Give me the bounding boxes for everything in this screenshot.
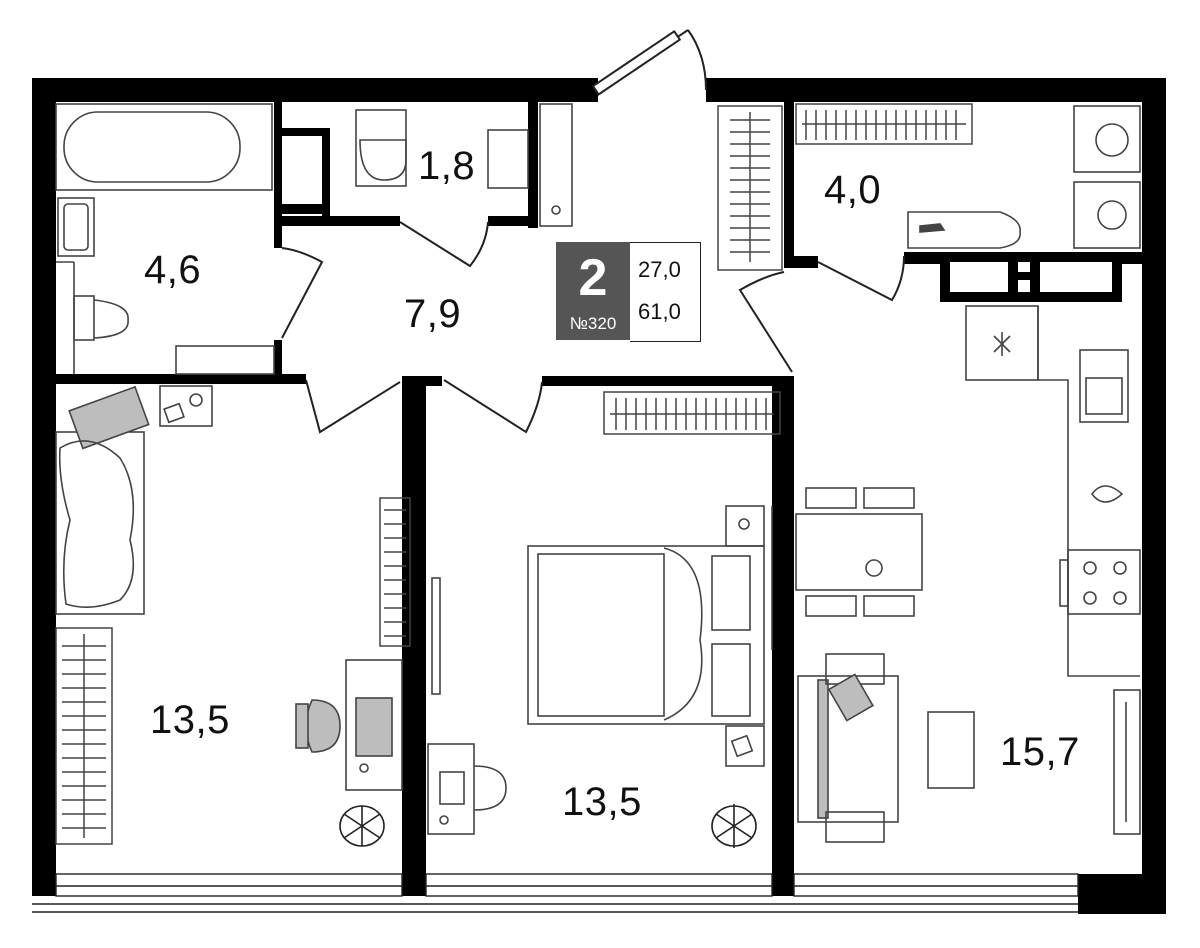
- bath-door: [281, 247, 324, 339]
- wall-toilet-right: [528, 102, 538, 228]
- bedside-table: [159, 385, 213, 427]
- ironing-board: [907, 211, 1021, 249]
- plant-middle: [711, 804, 757, 848]
- storage-door: [817, 255, 905, 302]
- double-bed: [527, 545, 765, 725]
- room-area-kitchen-living: 15,7: [1000, 730, 1080, 774]
- desk-middle: [427, 743, 475, 835]
- walls: [32, 78, 1166, 914]
- nightstand-top: [725, 505, 765, 547]
- storage-appliances: [907, 105, 1141, 249]
- storage-shelf: [795, 103, 973, 145]
- wall-bedroom-top-right: [542, 376, 792, 386]
- living-furniture: [797, 653, 1141, 843]
- shaft-bottom: [280, 204, 330, 214]
- sofa: [797, 675, 899, 823]
- office-chair: [305, 699, 341, 753]
- kitchen-sink: [1079, 349, 1129, 423]
- wall-storage-bottom: [784, 256, 818, 268]
- area-summary: 27,0 61,0: [630, 242, 701, 342]
- bathtub: [55, 103, 273, 191]
- bedroom-wardrobe: [603, 391, 781, 435]
- bedroom-left-door: [305, 379, 401, 434]
- wall-bath-bottom-h: [56, 374, 306, 384]
- total-area: 61,0: [638, 299, 681, 324]
- toilet: [73, 295, 95, 341]
- living-area: 27,0: [638, 257, 681, 282]
- kitchen-counter: [1037, 306, 1140, 677]
- fridge: [965, 305, 1039, 381]
- plant-left: [339, 805, 385, 847]
- desk-left: [345, 659, 403, 791]
- wall-bath-hall: [274, 102, 282, 248]
- tv-unit: [1113, 689, 1141, 835]
- outer-wall-top-right: [706, 78, 1166, 102]
- living-door: [738, 271, 793, 373]
- wall-living-divider: [772, 376, 794, 896]
- sink: [57, 197, 95, 257]
- kettle-icon: [1090, 485, 1124, 503]
- towel-rail: [175, 345, 275, 375]
- room-area-storage: 4,0: [824, 168, 882, 212]
- left-bookshelf: [379, 497, 411, 647]
- nightstand-bottom: [725, 725, 765, 767]
- wall-toilet-bottom-right: [488, 216, 536, 226]
- room-area-hall: 7,9: [404, 292, 462, 336]
- outer-wall-left: [32, 78, 56, 896]
- room-area-bedroom-middle: 13,5: [562, 780, 642, 824]
- dryer: [1073, 181, 1141, 249]
- room-area-bathroom: 4,6: [144, 248, 202, 292]
- window-strip: [32, 873, 1079, 913]
- corner-block: [1078, 874, 1166, 914]
- outer-wall-top-left: [32, 78, 598, 102]
- wall-bath-bottom: [274, 340, 282, 376]
- apartment-badge: 2 №320: [556, 242, 630, 340]
- wall-bedroom-top-left: [402, 376, 442, 386]
- shaft-side: [322, 128, 330, 218]
- boiler: [539, 103, 573, 227]
- wardrobes: [55, 103, 973, 845]
- cooktop: [1067, 549, 1141, 615]
- vent-openings: [950, 262, 1112, 292]
- wall-toilet-bottom-left: [282, 216, 400, 226]
- outer-wall-right: [1142, 78, 1166, 914]
- room-area-bedroom-left: 13,5: [150, 698, 230, 742]
- coffee-table: [927, 711, 975, 789]
- kitchen: [965, 305, 1141, 677]
- rooms-count: 2: [578, 249, 608, 307]
- plants: [339, 804, 757, 848]
- shaft-outline: [280, 128, 330, 136]
- toilet-door: [399, 221, 489, 268]
- dining-set: [795, 487, 923, 617]
- bathroom-fixtures: [55, 103, 275, 375]
- bedroom-left-furniture: [55, 385, 403, 791]
- left-wardrobe: [55, 627, 113, 845]
- dining-table: [795, 513, 923, 591]
- doors: [281, 29, 905, 434]
- hall-wardrobe: [717, 105, 783, 271]
- wc: [355, 109, 407, 187]
- room-area-toilet: 1,8: [418, 144, 476, 188]
- wall-storage-left: [784, 102, 794, 268]
- washing-machine: [1073, 105, 1141, 173]
- apartment-number: №320: [569, 314, 617, 333]
- bedroom-middle-furniture: [427, 505, 773, 835]
- toilet-fixtures: [355, 103, 573, 227]
- wall-mirror: [431, 577, 441, 695]
- bedroom-middle-door: [443, 379, 543, 434]
- small-sink: [487, 129, 529, 189]
